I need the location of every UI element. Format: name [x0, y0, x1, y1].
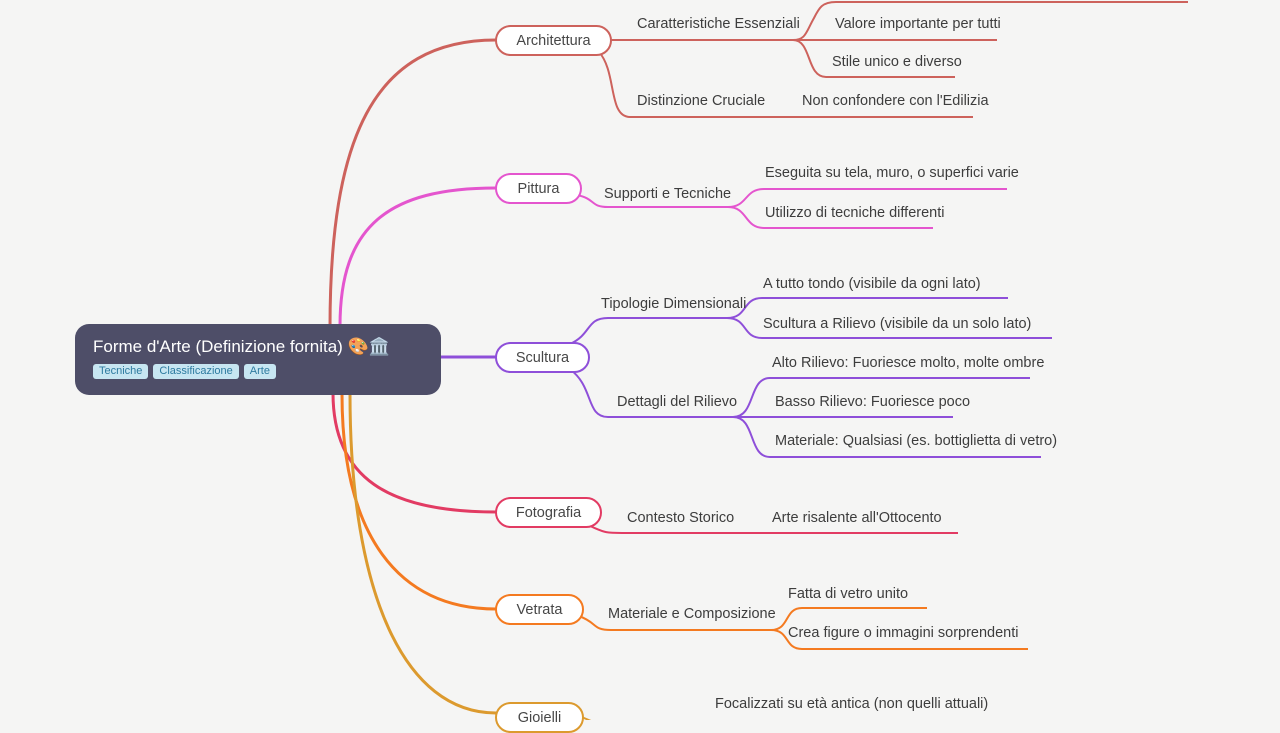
node-dettagli-rilievo[interactable]: Dettagli del Rilievo — [617, 394, 738, 410]
node-architettura[interactable]: Architettura — [495, 25, 612, 56]
tag-tecniche: Tecniche — [93, 364, 149, 379]
node-tipologie-dimensionali[interactable]: Tipologie Dimensionali — [601, 296, 747, 312]
node-non-confondere-edilizia[interactable]: Non confondere con l'Edilizia — [802, 93, 989, 109]
node-pittura[interactable]: Pittura — [495, 173, 582, 204]
node-caratteristiche-essenziali[interactable]: Caratteristiche Essenziali — [637, 16, 800, 32]
node-alto-rilievo[interactable]: Alto Rilievo: Fuoriesce molto, molte omb… — [772, 355, 1045, 371]
node-a-tutto-tondo[interactable]: A tutto tondo (visibile da ogni lato) — [763, 276, 981, 292]
gioielli-links — [348, 393, 592, 720]
node-crea-figure[interactable]: Crea figure o immagini sorprendenti — [788, 625, 1019, 641]
node-distinzione-cruciale[interactable]: Distinzione Cruciale — [637, 93, 766, 109]
node-vetrata[interactable]: Vetrata — [495, 594, 584, 625]
root-node[interactable]: Forme d'Arte (Definizione fornita) 🎨🏛️ T… — [75, 324, 441, 395]
node-fatta-di-vetro[interactable]: Fatta di vetro unito — [788, 586, 909, 602]
node-supporti-tecniche[interactable]: Supporti e Tecniche — [604, 186, 732, 202]
node-eseguita-su-tela[interactable]: Eseguita su tela, muro, o superfici vari… — [765, 165, 1019, 181]
node-scultura-a-rilievo[interactable]: Scultura a Rilievo (visibile da un solo … — [763, 316, 1032, 332]
node-utilizzo-tecniche[interactable]: Utilizzo di tecniche differenti — [765, 205, 945, 221]
node-materiale-composizione[interactable]: Materiale e Composizione — [608, 606, 776, 622]
node-scultura[interactable]: Scultura — [495, 342, 590, 373]
architettura-links — [328, 1, 1188, 329]
root-title: Forme d'Arte (Definizione fornita) 🎨🏛️ — [93, 337, 390, 356]
node-basso-rilievo[interactable]: Basso Rilievo: Fuoriesce poco — [775, 394, 971, 410]
node-gioielli[interactable]: Gioielli — [495, 702, 584, 733]
node-arte-ottocento[interactable]: Arte risalente all'Ottocento — [772, 510, 942, 526]
root-tags: Tecniche Classificazione Arte — [93, 364, 423, 379]
node-fotografia[interactable]: Fotografia — [495, 497, 602, 528]
tag-arte: Arte — [243, 364, 276, 379]
node-stile-unico[interactable]: Stile unico e diverso — [832, 54, 962, 70]
tag-classificazione: Classificazione — [153, 364, 239, 379]
node-focalizzati-eta-antica[interactable]: Focalizzati su età antica (non quelli at… — [715, 696, 989, 712]
node-materiale-qualsiasi[interactable]: Materiale: Qualsiasi (es. bottiglietta d… — [775, 433, 1058, 449]
node-contesto-storico[interactable]: Contesto Storico — [627, 510, 735, 526]
node-valore-importante[interactable]: Valore importante per tutti — [835, 16, 1001, 32]
